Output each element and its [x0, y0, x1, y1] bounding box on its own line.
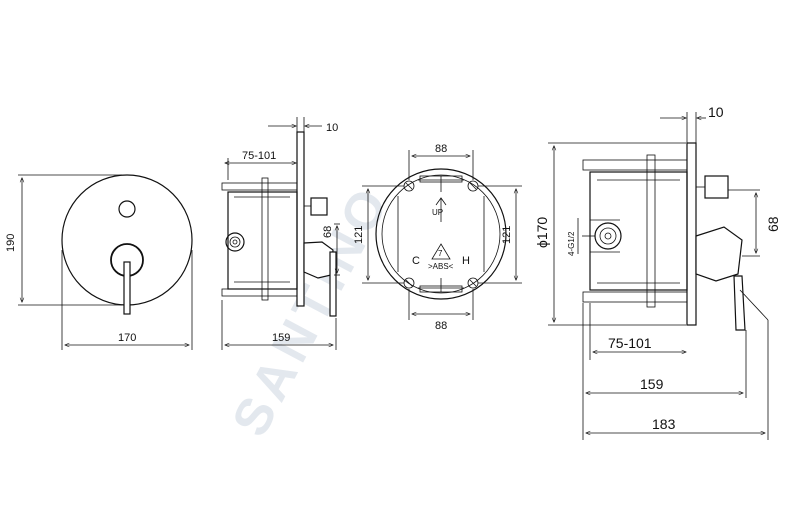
dim-box-bottom: 88: [435, 320, 447, 332]
box-recycle-code: 7: [438, 249, 443, 258]
box-view: UP C H 7 >ABS< 88 88 121 121: [353, 143, 522, 332]
dim-side-depth: 159: [272, 332, 290, 344]
side-plate: [296, 131, 305, 307]
dim-large-outlet: 68: [765, 216, 781, 232]
box-label-up: UP: [432, 208, 443, 217]
diverter-knob: [118, 200, 136, 218]
lever-handle: [123, 261, 131, 315]
dim-large-diameter: ϕ170: [534, 217, 550, 248]
large-diverter: [704, 175, 729, 199]
large-port: [594, 222, 622, 250]
dim-side-outlet: 68: [322, 226, 334, 238]
dim-side-plate: 10: [326, 122, 338, 134]
dim-large-plate: 10: [708, 104, 724, 120]
dim-box-left: 121: [353, 226, 365, 244]
dim-large-total: 183: [652, 416, 676, 432]
dim-box-top: 88: [435, 143, 447, 155]
dim-large-mid: 159: [640, 376, 664, 392]
large-side-view: 10 ϕ170 4-G1/2 68 75-101 159 183: [534, 104, 781, 440]
front-view: 190 170: [5, 174, 193, 350]
large-plate: [686, 142, 697, 326]
box-label-material: >ABS<: [428, 262, 454, 271]
recycle-icon: [431, 243, 451, 260]
side-box: [227, 191, 298, 290]
box-label-hot: H: [462, 255, 470, 267]
large-lever: [695, 226, 743, 282]
box-label-cold: C: [412, 255, 420, 267]
dim-front-width: 170: [118, 332, 136, 344]
dim-side-wall-range: 75-101: [242, 150, 276, 162]
side-port: [225, 232, 245, 252]
box-outer-ring: [375, 168, 507, 300]
side-view: 10 75-101 68 159: [221, 117, 340, 350]
side-lever: [303, 241, 334, 279]
side-diverter: [310, 197, 328, 216]
dim-front-height: 190: [5, 234, 17, 252]
dim-large-wall-range: 75-101: [608, 335, 652, 351]
large-box: [589, 171, 688, 291]
dim-large-thread: 4-G1/2: [567, 231, 576, 256]
dim-box-right: 121: [501, 226, 513, 244]
